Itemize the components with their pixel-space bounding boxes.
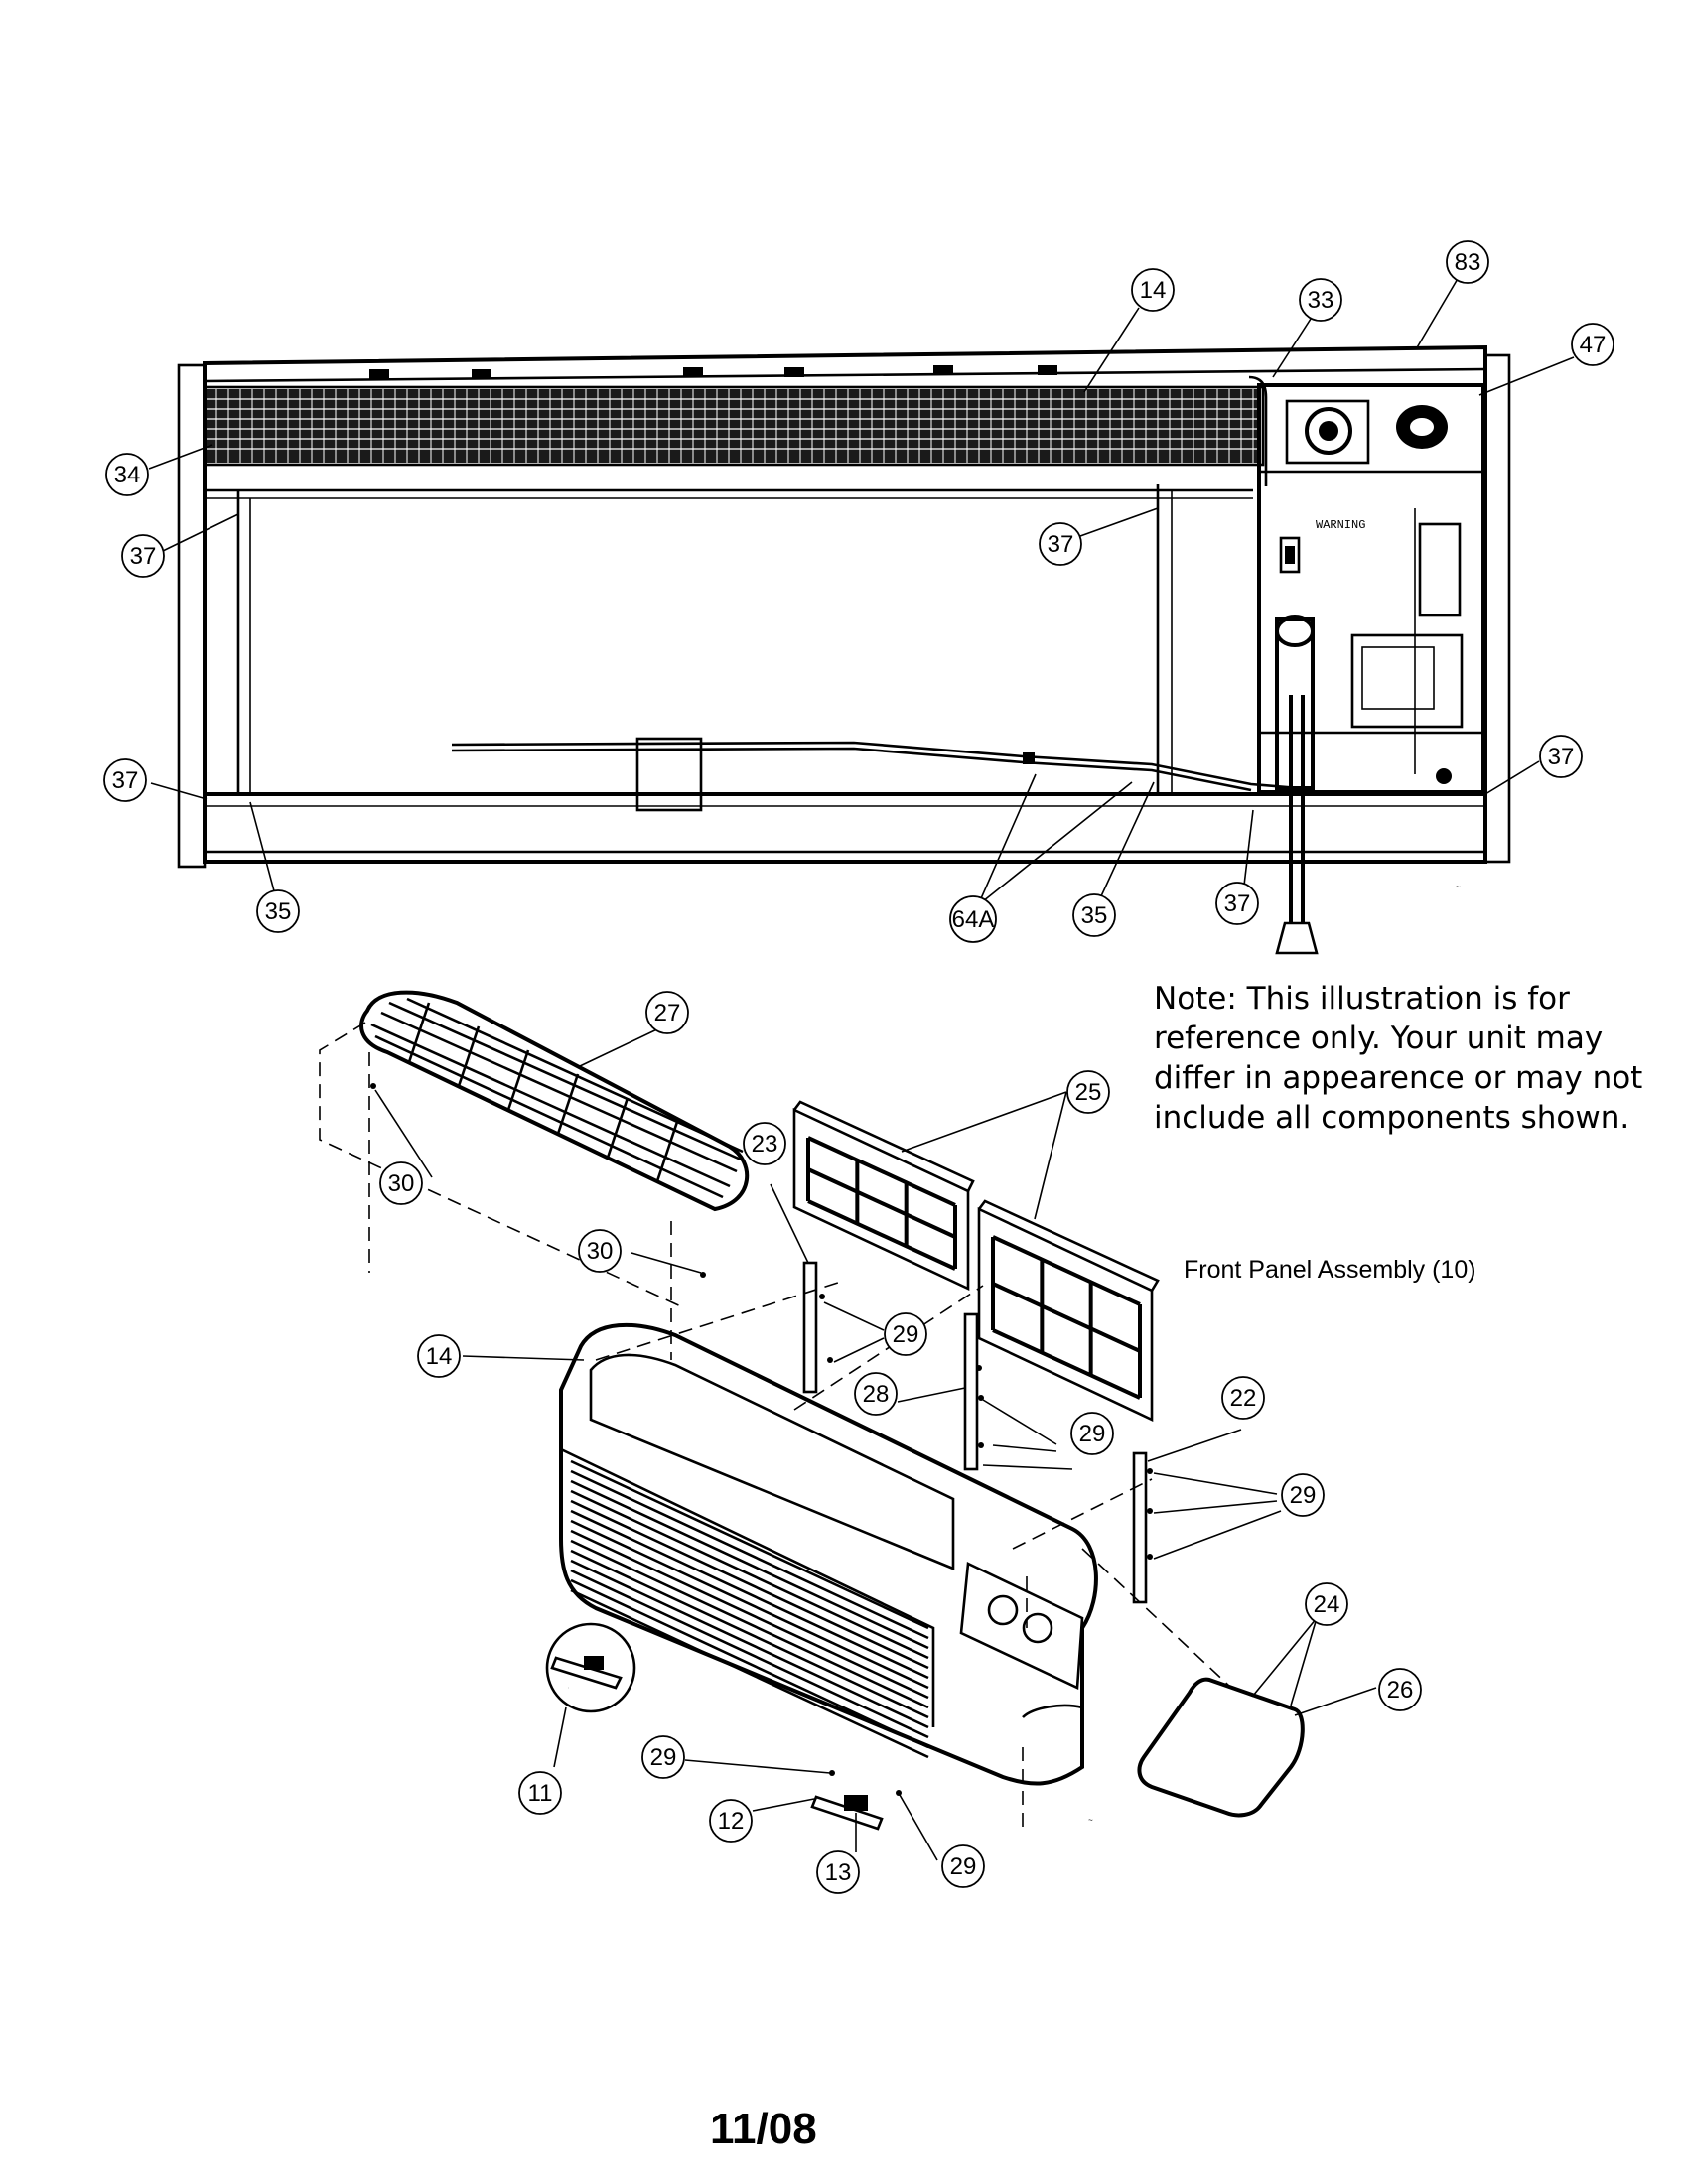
callout-29-middle: 29 xyxy=(1070,1412,1114,1455)
svg-text:37: 37 xyxy=(112,767,139,794)
right-flange xyxy=(1483,353,1511,864)
svg-text:37: 37 xyxy=(1224,890,1251,917)
svg-text:29: 29 xyxy=(893,1321,919,1348)
svg-text:29: 29 xyxy=(1079,1421,1106,1447)
callout-37-bottom: 37 xyxy=(1215,882,1259,925)
svg-text:29: 29 xyxy=(650,1744,677,1771)
front-panel-body xyxy=(559,1322,1098,1786)
svg-text:29: 29 xyxy=(1290,1482,1317,1509)
svg-text:34: 34 xyxy=(114,462,141,488)
svg-text:11: 11 xyxy=(528,1780,553,1807)
power-cord xyxy=(1275,695,1319,955)
svg-text:22: 22 xyxy=(1230,1385,1257,1412)
callout-14-top: 14 xyxy=(1131,268,1175,312)
callout-29-lower-left: 29 xyxy=(641,1735,685,1779)
callout-27: 27 xyxy=(645,991,689,1034)
svg-text:14: 14 xyxy=(426,1343,453,1370)
latch-12-13 xyxy=(810,1770,902,1831)
callout-29-right: 29 xyxy=(1281,1473,1325,1517)
callout-83: 83 xyxy=(1446,240,1489,284)
discharge-grille xyxy=(359,990,750,1212)
svg-text:83: 83 xyxy=(1455,249,1481,276)
date-code: 11/08 xyxy=(710,2105,817,2153)
reference-note: Note: This illustration is for reference… xyxy=(1154,981,1643,1136)
callout-22: 22 xyxy=(1221,1376,1265,1420)
callout-25: 25 xyxy=(1066,1070,1110,1114)
svg-text:25: 25 xyxy=(1075,1079,1102,1106)
leader-lines xyxy=(148,271,1575,1861)
svg-text:64A: 64A xyxy=(952,906,995,933)
callout-11: 11 xyxy=(518,1771,562,1815)
callout-12: 12 xyxy=(709,1799,753,1843)
callout-35-left: 35 xyxy=(256,889,300,933)
svg-text:12: 12 xyxy=(718,1808,745,1835)
svg-text:30: 30 xyxy=(388,1170,415,1197)
control-panel: WARNING xyxy=(1257,383,1485,794)
svg-text:26: 26 xyxy=(1387,1677,1414,1704)
svg-text:33: 33 xyxy=(1308,287,1334,314)
callout-28: 28 xyxy=(854,1372,898,1416)
callout-64A: 64A xyxy=(949,895,997,943)
callout-24: 24 xyxy=(1305,1582,1348,1626)
svg-text:~: ~ xyxy=(1088,1817,1093,1826)
svg-text:14: 14 xyxy=(1140,277,1167,304)
filter-guide-23 xyxy=(802,1261,818,1394)
svg-text:47: 47 xyxy=(1580,332,1607,358)
svg-text:37: 37 xyxy=(1048,531,1074,558)
svg-text:37: 37 xyxy=(1548,744,1575,770)
callout-35-center: 35 xyxy=(1072,893,1116,937)
callout-29-lower-right: 29 xyxy=(941,1844,985,1888)
svg-text:28: 28 xyxy=(863,1381,890,1408)
callout-29-upper: 29 xyxy=(884,1312,927,1356)
svg-text:27: 27 xyxy=(654,1000,681,1026)
callout-26: 26 xyxy=(1378,1668,1422,1711)
callout-14-bottom: 14 xyxy=(417,1334,461,1378)
filter-grille xyxy=(203,375,1268,486)
svg-text:37: 37 xyxy=(130,543,157,570)
callout-30-left: 30 xyxy=(379,1161,423,1205)
detail-11 xyxy=(545,1622,636,1768)
svg-text:13: 13 xyxy=(825,1859,852,1886)
filter-right xyxy=(977,1199,1160,1423)
access-door xyxy=(1137,1677,1305,1818)
callout-13: 13 xyxy=(816,1850,860,1894)
filter-guide-22 xyxy=(1132,1451,1148,1604)
callout-37-right: 37 xyxy=(1539,735,1583,778)
svg-text:29: 29 xyxy=(950,1853,977,1880)
callout-23: 23 xyxy=(743,1122,786,1165)
svg-text:23: 23 xyxy=(752,1131,778,1158)
callout-33: 33 xyxy=(1299,278,1342,322)
assembly-label: Front Panel Assembly (10) xyxy=(1184,1256,1476,1284)
svg-text:24: 24 xyxy=(1314,1591,1340,1618)
svg-text:~: ~ xyxy=(1456,884,1461,892)
filter-left xyxy=(792,1100,975,1292)
warning-text: WARNING xyxy=(1316,518,1365,532)
chassis-assembly: WARNING ~ xyxy=(177,344,1511,955)
left-flange xyxy=(177,363,207,869)
callout-37-center: 37 xyxy=(1039,522,1082,566)
svg-text:35: 35 xyxy=(1081,902,1108,929)
top-clips xyxy=(369,365,1057,379)
callout-37-left-bottom: 37 xyxy=(103,758,147,802)
svg-text:30: 30 xyxy=(587,1238,614,1265)
callout-30-right: 30 xyxy=(578,1229,622,1273)
svg-text:35: 35 xyxy=(265,898,292,925)
filter-guide-28 xyxy=(963,1312,979,1471)
chassis-frame xyxy=(203,344,1487,864)
callout-47: 47 xyxy=(1571,323,1614,366)
callout-34: 34 xyxy=(105,453,149,496)
callout-37-left-top: 37 xyxy=(121,534,165,578)
